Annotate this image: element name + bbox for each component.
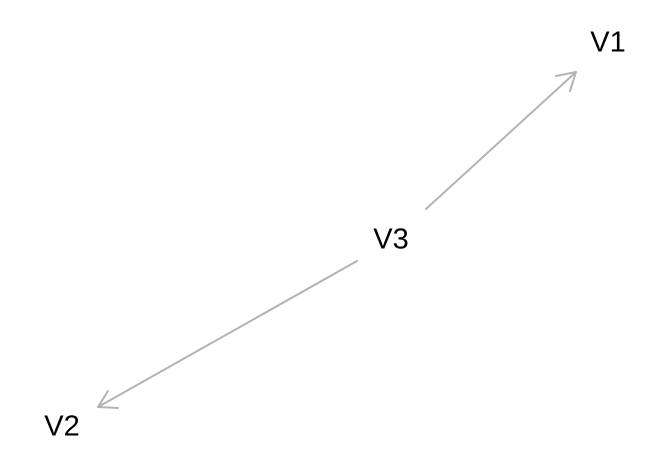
arrowhead-icon: [555, 71, 577, 92]
edge-v3-to-v2: [97, 260, 358, 409]
node-v3-label: V3: [373, 224, 408, 256]
arrowhead-icon: [97, 390, 119, 409]
node-v1-label: V1: [590, 27, 625, 59]
node-v2-label: V2: [44, 411, 79, 443]
edge-line: [97, 260, 358, 408]
edge-v3-to-v1: [425, 71, 577, 210]
edge-line: [425, 71, 577, 210]
